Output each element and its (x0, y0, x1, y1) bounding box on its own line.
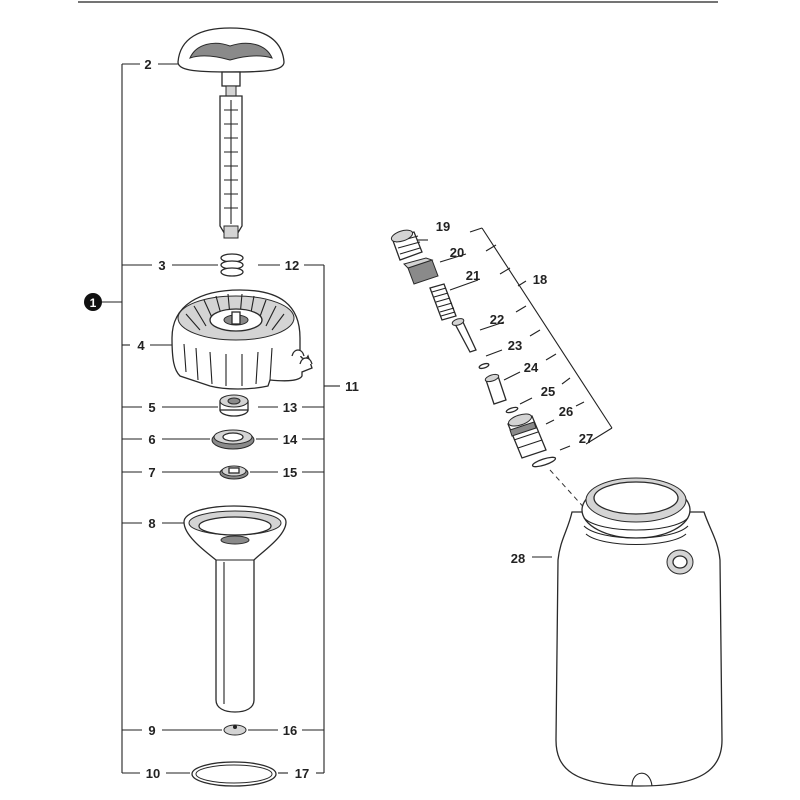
callout-23: 23 (508, 338, 522, 353)
callout-3: 3 (158, 258, 165, 273)
callout-27: 27 (579, 431, 593, 446)
callout-4: 4 (137, 338, 145, 353)
pump-cap (171, 289, 313, 390)
large-o-ring (191, 761, 277, 787)
valve-spring (429, 283, 457, 321)
assembly-axis (549, 469, 589, 513)
pump-handle (177, 27, 285, 239)
callout-20: 20 (450, 245, 464, 260)
callout-24: 24 (524, 360, 539, 375)
callout-7: 7 (148, 465, 155, 480)
callout-labels: 2 3 4 5 6 7 8 9 10 11 12 13 14 15 16 17 … (137, 57, 593, 781)
callout-12: 12 (285, 258, 299, 273)
assembly-marker-text: 1 (90, 296, 97, 310)
callout-14: 14 (283, 432, 298, 447)
bushing (219, 394, 249, 417)
assembly-bracket-lines (100, 63, 340, 774)
cap-ribs (183, 293, 285, 386)
callout-16: 16 (283, 723, 297, 738)
callout-5: 5 (148, 400, 155, 415)
callout-15: 15 (283, 465, 297, 480)
callout-10: 10 (146, 766, 160, 781)
callout-2: 2 (144, 57, 151, 72)
callout-19: 19 (436, 219, 450, 234)
small-o-ring-23 (478, 362, 490, 370)
small-valve (223, 724, 247, 736)
callout-25: 25 (541, 384, 555, 399)
small-o-ring-25 (505, 406, 519, 414)
seal-ring (211, 429, 255, 450)
assembly-marker: 1 (84, 293, 102, 311)
callout-26: 26 (559, 404, 573, 419)
hose-nut (390, 229, 423, 261)
callout-17: 17 (295, 766, 309, 781)
callout-8: 8 (148, 516, 155, 531)
tank (532, 477, 723, 787)
pump-cylinder (183, 505, 287, 713)
valve-fitting (507, 413, 547, 459)
valve-sleeve (484, 373, 507, 405)
callout-21: 21 (466, 268, 480, 283)
valve-stem (451, 318, 477, 353)
valve-disc (219, 465, 249, 480)
callout-13: 13 (283, 400, 297, 415)
callout-9: 9 (148, 723, 155, 738)
callout-28: 28 (511, 551, 525, 566)
callout-6: 6 (148, 432, 155, 447)
callout-18: 18 (533, 272, 547, 287)
callout-22: 22 (490, 312, 504, 327)
valve-body (403, 257, 439, 285)
callout-11: 11 (345, 379, 359, 394)
valve-leader-lines (412, 227, 613, 451)
o-ring-27 (531, 456, 557, 468)
spring-small (220, 253, 244, 277)
